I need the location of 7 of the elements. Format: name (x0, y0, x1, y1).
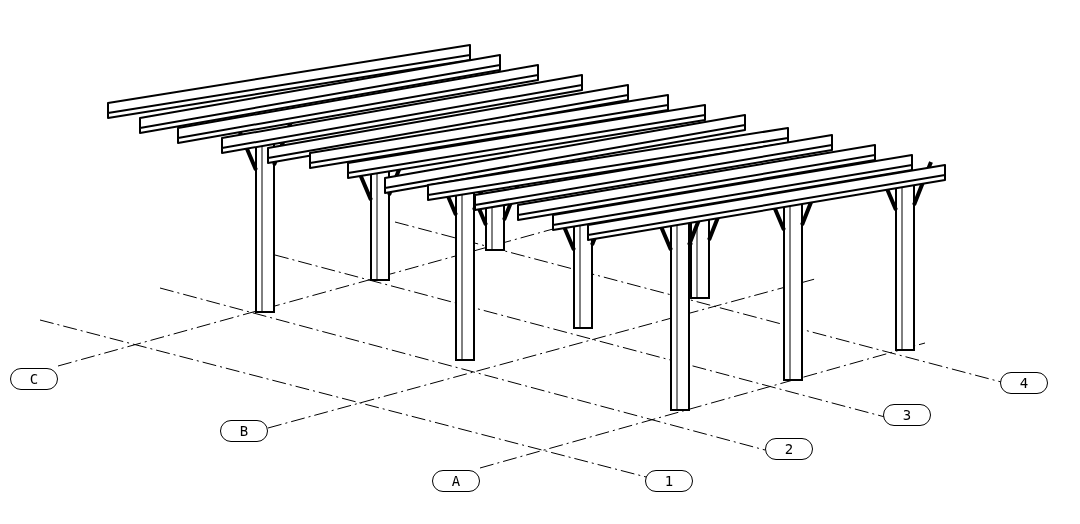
grid-bubble: 2 (765, 438, 813, 460)
grid-bubble: A (432, 470, 480, 492)
grid-bubble: 1 (645, 470, 693, 492)
grid-bubble: B (220, 420, 268, 442)
grid-bubble: 3 (883, 404, 931, 426)
grid-bubble: 4 (1000, 372, 1048, 394)
grid-bubble: C (10, 368, 58, 390)
